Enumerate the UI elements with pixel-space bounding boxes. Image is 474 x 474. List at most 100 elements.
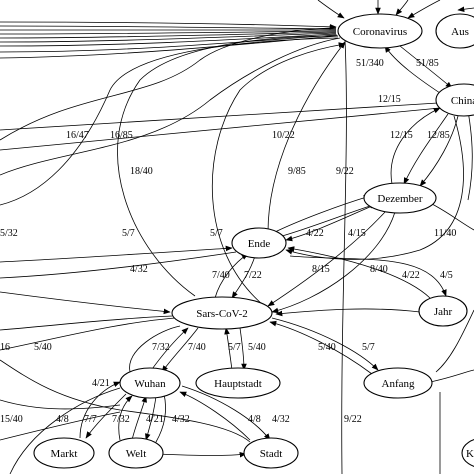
node-anfang[interactable]: Anfang — [363, 367, 433, 399]
edge-label: 9/22 — [344, 414, 362, 425]
node-aus[interactable]: Aus — [435, 13, 474, 49]
edge-top-4 — [395, 0, 409, 16]
edge-labels-layer: 51/340 51/85 12/15 12/15 12/85 16/47 16/… — [0, 58, 456, 425]
node-label-aus: Aus — [451, 26, 469, 38]
node-jahr[interactable]: Jahr — [418, 295, 468, 327]
edge-label: 4/8 — [248, 414, 261, 425]
node-label-china: China — [451, 95, 474, 107]
edge-left-long-1 — [0, 27, 337, 141]
edge-label: 7/22 — [244, 270, 262, 281]
edge-label: 8/15 — [312, 264, 330, 275]
edge-left-coronavirus-8 — [0, 34, 338, 53]
edge-label: 5/40 — [248, 342, 266, 353]
edge-china-left-2 — [0, 107, 441, 151]
edge-label: 12/15 — [390, 130, 413, 141]
edge-label: 15/40 — [0, 414, 23, 425]
edge-china-dezember-a — [403, 113, 449, 185]
node-sars-cov-2[interactable]: Sars-CoV-2 — [171, 296, 273, 330]
edge-wuhan-markt — [85, 393, 127, 439]
edge-label: 4/22 — [402, 270, 420, 281]
node-label-sars-cov-2: Sars-CoV-2 — [196, 308, 248, 320]
edge-sars-coronavirus-1 — [211, 42, 346, 305]
node-welt[interactable]: Welt — [108, 437, 164, 469]
edge-label: 9/22 — [336, 166, 354, 177]
edge-left-coronavirus-7 — [0, 33, 337, 47]
edge-label: 4/21 — [92, 378, 110, 389]
node-hauptstadt[interactable]: Hauptstadt — [195, 367, 281, 399]
edge-label: 7/32 — [112, 414, 130, 425]
node-k-partial[interactable]: K — [461, 438, 474, 468]
edge-label: 5/7 — [228, 342, 241, 353]
edge-label: 4/32 — [272, 414, 290, 425]
edge-label: 12/15 — [378, 94, 401, 105]
edge-dezember-china — [390, 107, 441, 185]
edge-sars-anfang — [271, 317, 379, 371]
edge-left-sars-3 — [0, 317, 177, 351]
edge-ende-coronavirus — [267, 41, 346, 233]
edge-label: 7/40 — [188, 342, 206, 353]
edge-label: 11/40 — [434, 228, 456, 239]
edge-label: 5/40 — [318, 342, 336, 353]
edge-label: 9/85 — [288, 166, 306, 177]
edge-dezember-ende — [285, 205, 373, 242]
edge-label: 7/40 — [212, 270, 230, 281]
edge-hauptstadt-sars-b — [239, 327, 247, 371]
edge-label: 12/85 — [427, 130, 450, 141]
edge-label: 7/32 — [152, 342, 170, 353]
edge-anfang-sars-a — [269, 320, 373, 375]
edge-label: 8/40 — [370, 264, 388, 275]
edge-label: 5/7 — [210, 228, 223, 239]
node-wuhan[interactable]: Wuhan — [119, 367, 181, 399]
node-label-wuhan: Wuhan — [134, 378, 166, 390]
edge-left-coronavirus-1 — [0, 21, 337, 30]
edge-left-coronavirus-2 — [0, 25, 337, 30]
edge-wuhan-stadt — [181, 385, 271, 441]
edge-china-coronavirus — [384, 45, 447, 98]
edge-label: 18/40 — [130, 166, 153, 177]
edge-welt-stadt — [157, 452, 247, 458]
edge-wuhan-welt-a — [145, 395, 157, 441]
edge-left-long-3 — [0, 37, 339, 206]
edge-label: 5/7 — [122, 228, 135, 239]
edge-label: 5/7 — [362, 342, 375, 353]
node-label-k: K — [466, 448, 474, 460]
edge-label: 5/32 — [0, 228, 18, 239]
node-label-ende: Ende — [248, 238, 271, 250]
node-china[interactable]: China — [435, 83, 474, 117]
edge-coronavirus-china — [399, 45, 453, 89]
edge-ende-dezember-a — [274, 195, 371, 233]
node-label-welt: Welt — [126, 448, 147, 460]
edge-left-long-2 — [0, 37, 341, 176]
edge-label: 4/32 — [130, 264, 148, 275]
node-dezember[interactable]: Dezember — [363, 182, 437, 214]
edge-china-left-1 — [0, 102, 439, 131]
edge-label: 16/47 — [66, 130, 89, 141]
edge-stadt-wuhan-a — [179, 391, 251, 441]
edge-left-lower-3 — [0, 411, 121, 441]
edge-wuhan-sars-2 — [129, 325, 181, 373]
edge-label: 51/340 — [356, 58, 384, 69]
node-ende[interactable]: Ende — [231, 227, 287, 259]
edge-sars-ende-b — [231, 255, 256, 299]
node-label-stadt: Stadt — [260, 448, 283, 460]
node-label-jahr: Jahr — [434, 306, 453, 318]
edge-hauptstadt-sars-a — [224, 327, 233, 371]
edge-left-lower-4 — [9, 387, 121, 474]
edge-label: 4/22 — [306, 228, 324, 239]
node-stadt[interactable]: Stadt — [243, 437, 299, 469]
node-label-anfang: Anfang — [382, 378, 415, 390]
edge-jahr-ende — [287, 246, 431, 299]
edge-long-vertical — [341, 39, 347, 474]
node-label-markt: Markt — [51, 448, 78, 460]
edge-top-3 — [407, 0, 441, 19]
edge-top-5 — [457, 6, 474, 12]
edge-ende-jahr — [289, 255, 447, 297]
node-coronavirus[interactable]: Coronavirus — [337, 13, 423, 49]
node-markt[interactable]: Markt — [33, 437, 95, 469]
node-label-dezember: Dezember — [377, 193, 423, 205]
edge-markt-wuhan — [79, 381, 121, 439]
edge-label: 16/85 — [110, 130, 133, 141]
edge-label: 4/15 — [348, 228, 366, 239]
